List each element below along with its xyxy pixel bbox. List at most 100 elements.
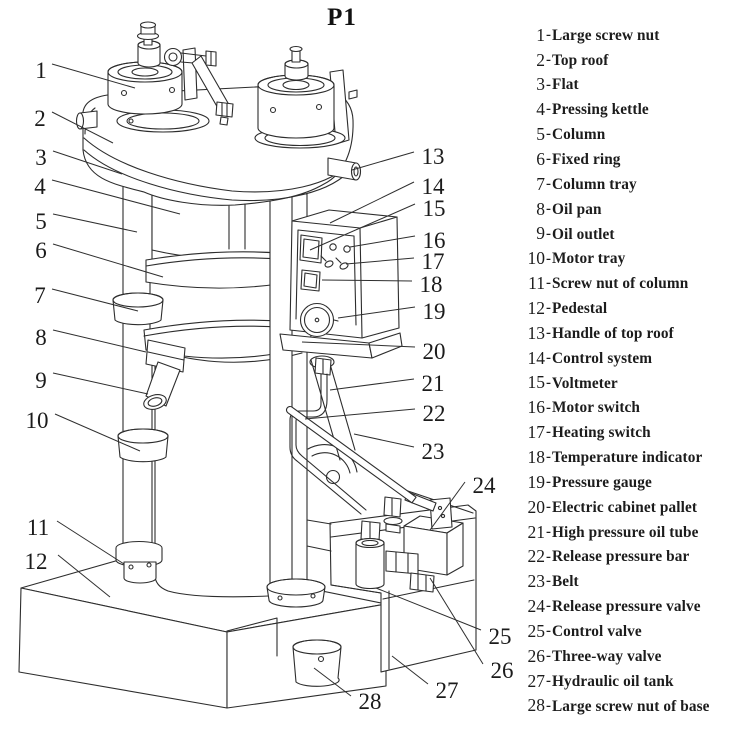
callout-number: 4: [34, 174, 46, 199]
legend-item-separator: -: [546, 573, 551, 590]
leader-line: [429, 481, 466, 531]
legend-item-separator: -: [546, 126, 551, 143]
column-screw-nut: [115, 540, 163, 584]
callout-number: 11: [27, 515, 49, 540]
legend-item-separator: -: [546, 648, 551, 665]
legend-item: 26 - Three-way valve: [521, 644, 710, 669]
leader-line: [429, 577, 484, 665]
legend-item-separator: -: [546, 51, 551, 68]
legend-item-number: 15: [527, 372, 546, 393]
machine-drawing: 1234567891011121314151617181920212223242…: [18, 21, 514, 714]
legend-item: 11 - Screw nut of column: [521, 271, 710, 296]
legend-item-separator: -: [546, 26, 551, 43]
leader-line: [52, 372, 149, 395]
callout-number: 21: [422, 371, 445, 396]
legend-item-name: Large screw nut of base: [552, 697, 710, 715]
leader-line: [51, 288, 139, 312]
motor-switch: [329, 243, 351, 253]
legend-item-name: Pedestal: [552, 300, 608, 318]
callout-number: 5: [35, 209, 47, 234]
leader-line: [375, 587, 482, 631]
legend-item-name: High pressure oil tube: [552, 523, 699, 541]
temperature-indicator: [300, 269, 321, 292]
legend-item-name: Column tray: [552, 175, 637, 193]
callout-number: 9: [35, 368, 47, 393]
legend-item: 5 - Column: [521, 122, 710, 147]
legend-item-number: 26: [527, 645, 546, 666]
legend-item-number: 5: [536, 124, 545, 145]
legend-item: 10 - Motor tray: [521, 247, 710, 272]
legend-item-name: Oil outlet: [552, 225, 615, 243]
legend-item-name: Voltmeter: [552, 374, 618, 392]
callout-number: 22: [423, 401, 446, 426]
callout-number: 19: [423, 299, 446, 324]
legend-item: 12 - Pedestal: [521, 296, 710, 321]
legend-item-separator: -: [546, 175, 551, 192]
leader-line: [391, 655, 429, 685]
legend-item: 18 - Temperature indicator: [521, 445, 710, 470]
pressure-gauge: [299, 302, 339, 338]
legend-item-name: Motor tray: [552, 250, 626, 268]
callout-number: 6: [35, 238, 47, 263]
press-ram: [228, 203, 246, 250]
legend-item: 7 - Column tray: [521, 172, 710, 197]
legend-item-name: Flat: [552, 76, 579, 94]
legend-item-number: 13: [527, 322, 546, 343]
legend-item: 9 - Oil outlet: [521, 222, 710, 247]
legend-item-name: Handle of top roof: [552, 324, 674, 342]
oil-outlet-spout: [143, 361, 181, 410]
callout-number: 27: [436, 678, 459, 703]
legend-item-number: 17: [527, 422, 546, 443]
callout-number: 28: [359, 689, 382, 714]
legend-item: 28 - Large screw nut of base: [521, 694, 710, 719]
motor-tray: [117, 428, 169, 463]
legend-item-name: Column: [552, 126, 606, 144]
legend-item: 25 - Control valve: [521, 619, 710, 644]
legend-item: 4 - Pressing kettle: [521, 98, 710, 123]
legend-item-separator: -: [546, 101, 551, 118]
legend-item-number: 25: [527, 620, 546, 641]
legend-item-number: 19: [527, 471, 546, 492]
callout-number: 24: [473, 473, 497, 498]
legend-item-separator: -: [546, 498, 551, 515]
leader-line: [321, 279, 413, 282]
legend-item-separator: -: [546, 449, 551, 466]
figure-title: P1: [327, 4, 357, 31]
leader-line: [51, 63, 136, 89]
legend-item-name: Release pressure bar: [552, 548, 690, 566]
callout-number: 12: [25, 549, 48, 574]
callout-number: 8: [35, 325, 47, 350]
legend-item-name: Control valve: [552, 623, 642, 641]
legend-item: 3 - Flat: [521, 73, 710, 98]
callout-number: 14: [422, 174, 446, 199]
legend-item-separator: -: [546, 225, 551, 242]
legend-item: 15 - Voltmeter: [521, 371, 710, 396]
legend-item-name: Heating switch: [552, 424, 651, 442]
leader-line: [309, 203, 416, 251]
legend-item-number: 7: [536, 173, 545, 194]
legend-item: 23 - Belt: [521, 570, 710, 595]
legend-item-separator: -: [546, 424, 551, 441]
legend-item-number: 11: [528, 273, 545, 294]
legend-item-number: 21: [527, 521, 546, 542]
callout-number: 2: [34, 106, 46, 131]
legend-item-number: 24: [527, 596, 546, 617]
legend-item-number: 28: [527, 695, 546, 716]
hex-coupling: [385, 550, 419, 575]
legend-item-name: Top roof: [552, 51, 609, 69]
leader-line: [51, 179, 181, 215]
legend-item-separator: -: [546, 250, 551, 267]
legend-item-name: Large screw nut: [552, 26, 660, 44]
leader-line: [353, 433, 415, 448]
leader-line: [329, 378, 415, 391]
leader-line: [345, 257, 415, 265]
legend-item-name: Hydraulic oil tank: [552, 672, 674, 690]
legend-item-name: Electric cabinet pallet: [552, 498, 698, 516]
column-tray: [112, 292, 164, 326]
roof-boss-left: [116, 109, 210, 133]
callout-layer: 1234567891011121314151617181920212223242…: [25, 58, 514, 714]
roof-lever: [163, 47, 234, 126]
legend-item-number: 23: [527, 571, 546, 592]
legend-item-number: 6: [536, 148, 545, 169]
